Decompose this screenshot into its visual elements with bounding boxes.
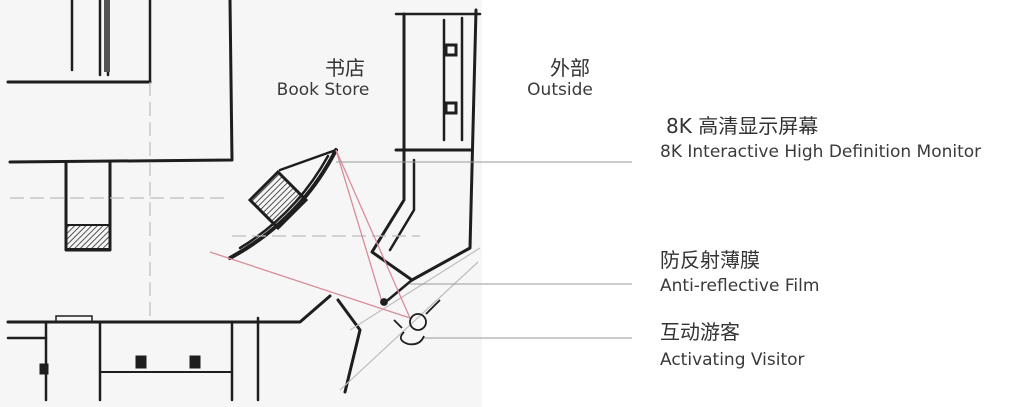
monitor-label-zh: 8K 高清显示屏幕	[666, 114, 819, 138]
pencil-guides	[10, 82, 481, 391]
hatched-furniture	[39, 0, 458, 375]
outside-label-en: Outside	[527, 80, 593, 100]
monitor-label-en: 8K Interactive High Definition Monitor	[660, 142, 982, 162]
visitor-label-zh: 互动游客	[660, 320, 740, 344]
film-label-zh: 防反射薄膜	[660, 248, 760, 272]
book-store-label-zh: 书店	[325, 56, 365, 80]
film-label-en: Anti-reflective Film	[660, 276, 820, 296]
callout-lines	[336, 161, 632, 339]
book-store-label-en: Book Store	[276, 80, 370, 100]
outside-label-zh: 外部	[550, 56, 590, 80]
wall-ink-lines	[6, 0, 482, 402]
viewing-cone	[209, 149, 411, 319]
visitor-figure	[380, 298, 441, 346]
visitor-label-en: Activating Visitor	[660, 350, 805, 370]
